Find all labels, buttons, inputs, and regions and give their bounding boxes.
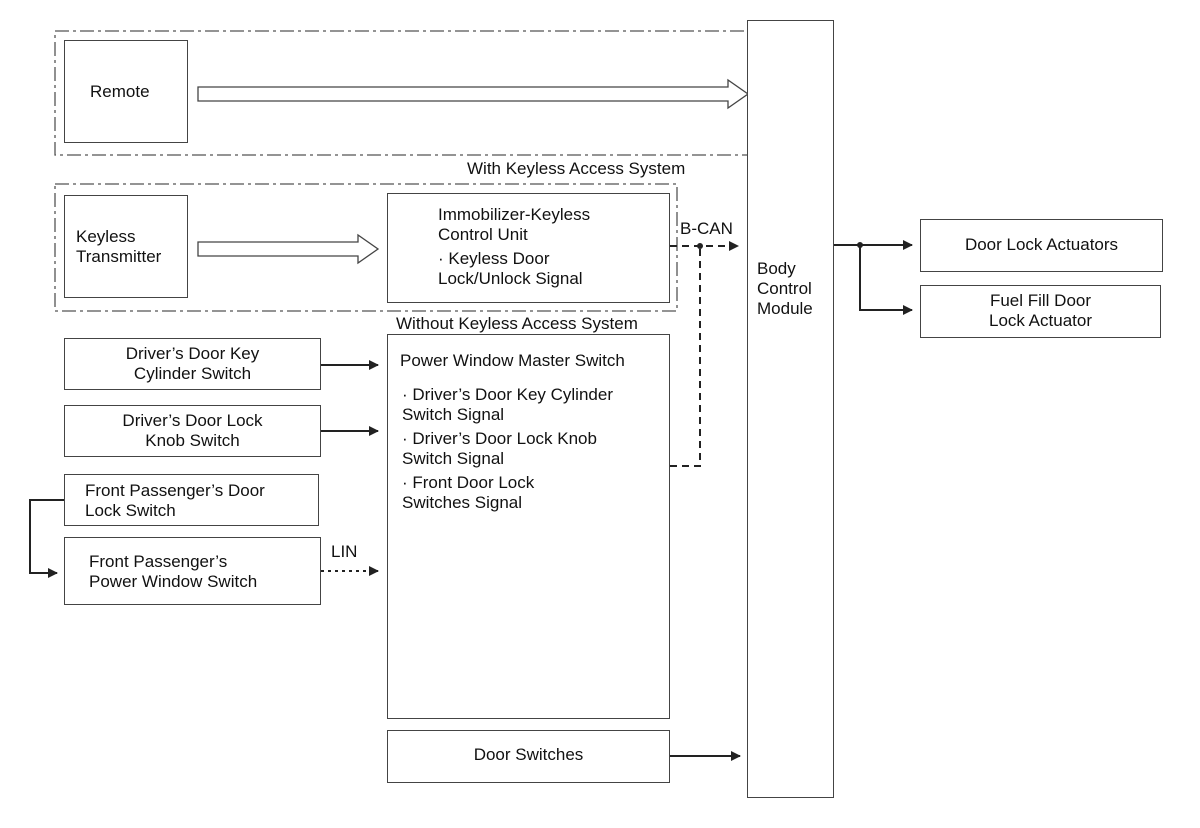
front-passenger-window-switch-label: Front Passenger’s Power Window Switch xyxy=(89,552,258,591)
door-switches-block: Door Switches xyxy=(387,730,670,783)
immobilizer-unit-label: Immobilizer-Keyless Control Unit xyxy=(438,205,591,244)
transmitter-to-immobilizer-arrow xyxy=(197,233,380,265)
pwms-title: Power Window Master Switch xyxy=(400,351,625,370)
driver-lock-knob-switch-block: Driver’s Door Lock Knob Switch xyxy=(64,405,321,457)
output-junction-dot xyxy=(857,242,863,248)
door-switches-label: Door Switches xyxy=(473,745,584,764)
front-passenger-window-switch-block: Front Passenger’s Power Window Switch xyxy=(64,537,321,605)
passenger-lock-to-window-line xyxy=(29,499,65,578)
front-passenger-lock-switch-block: Front Passenger’s Door Lock Switch xyxy=(64,474,319,526)
region-without-keyless-border xyxy=(54,183,678,312)
bcm-to-fuel-door-arrow xyxy=(859,245,913,315)
remote-block: Remote xyxy=(64,40,188,143)
body-control-module-block: Body Control Module xyxy=(747,20,834,798)
remote-to-bcm-arrow xyxy=(197,78,750,110)
power-window-master-switch-block: Power Window Master Switch · Driver’s Do… xyxy=(387,334,670,719)
driver-key-cylinder-switch-label: Driver’s Door Key Cylinder Switch xyxy=(125,344,260,383)
with-keyless-region-label: With Keyless Access System xyxy=(467,159,686,178)
front-passenger-lock-switch-label: Front Passenger’s Door Lock Switch xyxy=(85,481,265,520)
body-control-module-label: Body Control Module xyxy=(757,259,813,318)
keyless-transmitter-block: Keyless Transmitter xyxy=(64,195,188,298)
without-keyless-region-label: Without Keyless Access System xyxy=(396,314,638,333)
keyless-transmitter-label: Keyless Transmitter xyxy=(76,227,162,266)
driver-lock-knob-switch-label: Driver’s Door Lock Knob Switch xyxy=(122,411,263,450)
door-lock-actuators-block: Door Lock Actuators xyxy=(920,219,1163,272)
fuel-fill-door-actuator-label: Fuel Fill Door Lock Actuator xyxy=(988,291,1092,330)
driver-key-cylinder-switch-block: Driver’s Door Key Cylinder Switch xyxy=(64,338,321,390)
pwms-signal-key-cylinder: · Driver’s Door Key Cylinder Switch Sign… xyxy=(402,385,613,424)
bcan-label: B-CAN xyxy=(680,219,733,238)
lin-label: LIN xyxy=(331,542,358,561)
bcan-junction-dot xyxy=(697,243,703,249)
pwms-signal-front-door-lock: · Front Door Lock Switches Signal xyxy=(402,473,535,512)
door-lock-actuators-label: Door Lock Actuators xyxy=(964,235,1119,254)
fuel-fill-door-actuator-block: Fuel Fill Door Lock Actuator xyxy=(920,285,1161,338)
immobilizer-signal-label: · Keyless Door Lock/Unlock Signal xyxy=(438,249,583,288)
immobilizer-control-unit-block: Immobilizer-Keyless Control Unit · Keyle… xyxy=(387,193,670,303)
bcan-bus-branch xyxy=(670,246,701,467)
pwms-signal-lock-knob: · Driver’s Door Lock Knob Switch Signal xyxy=(402,429,597,468)
remote-label: Remote xyxy=(90,82,150,101)
